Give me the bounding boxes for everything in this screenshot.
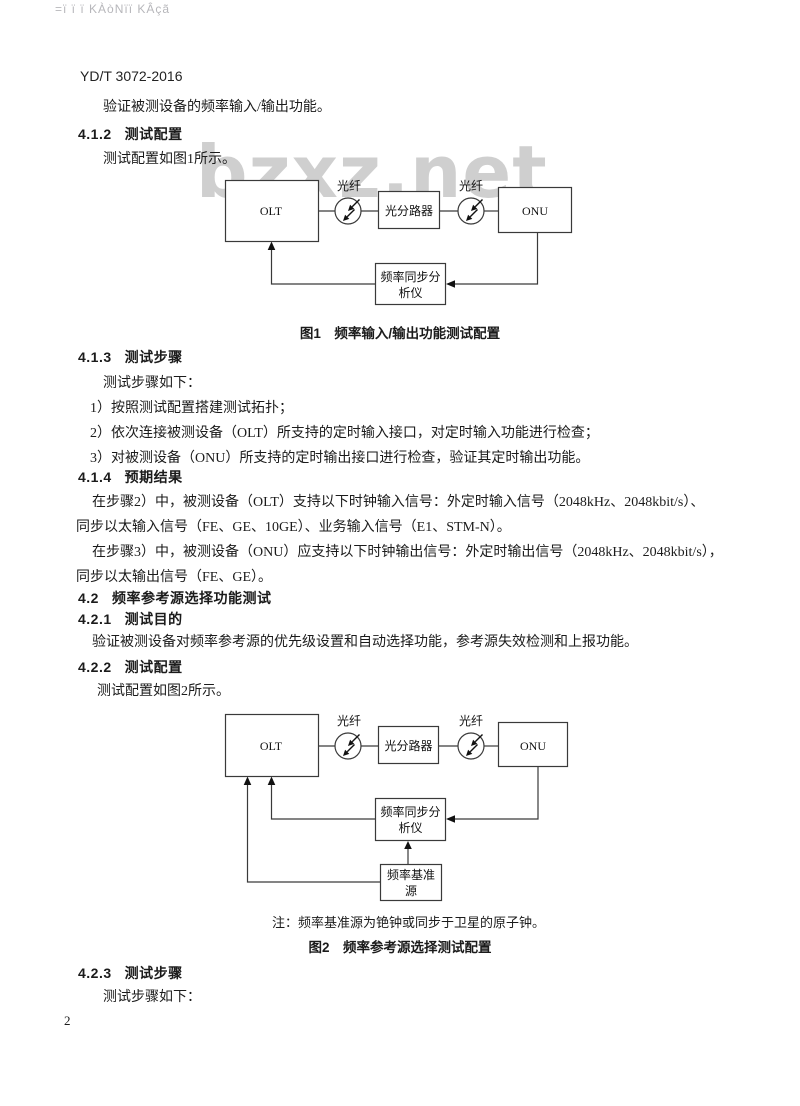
splitter-label: 光分路器 [384,738,432,753]
splitter-box [377,725,440,765]
reference-source-box [379,863,443,902]
section-title: 测试配置 [124,659,183,675]
arrow-into-olt [267,776,276,785]
olt-box [224,179,320,243]
arrow-into-analyzer [446,815,455,823]
analyzer-label-line1: 频率同步分 [380,804,440,819]
scan-artifact-watermark: =ï ï ï KÀòNïï KÂçã [55,2,171,16]
arrow-into-analyzer [446,280,455,288]
section-title: 测试步骤 [124,349,183,365]
fiber-connector-icon [334,197,362,225]
analyzer-label-line2: 析仪 [398,286,422,300]
figure2-note: 注：频率基准源为铯钟或同步于卫星的原子钟。 [272,915,546,930]
analyzer-box [374,262,447,306]
section-heading-412: 4.1.2 测试配置 [78,126,183,143]
section-heading-42: 4.2 频率参考源选择功能测试 [78,590,271,607]
section-heading-414: 4.1.4 预期结果 [78,469,183,486]
splitter-box [377,190,441,230]
section-number: 4.2 [78,590,99,606]
onu-label: ONU [522,204,548,218]
reference-source-label-line1: 频率基准 [387,867,435,882]
reference-source-label-line2: 源 [405,884,417,898]
paragraph: 同步以太输出信号（FE、GE）。 [76,570,272,585]
fiber-label: 光纤 [337,714,361,728]
figure1-diagram: OLT 光分路器 ONU 光纤 光纤 频率同步分 析仪 [224,179,573,306]
paragraph: 在步骤2）中，被测设备（OLT）支持以下时钟输入信号：外定时输入信号（2048k… [92,495,705,510]
paragraph: 同步以太输入信号（FE、GE、10GE）、业务输入信号（E1、STM-N）。 [76,520,511,535]
fiber-label: 光纤 [459,179,483,193]
section-title: 频率参考源选择功能测试 [111,590,272,606]
list-item: 1）按照测试配置搭建测试拓扑； [90,401,293,416]
fiber-connector-icon [457,197,485,225]
intro-paragraph: 验证被测设备的频率输入/输出功能。 [103,100,331,115]
olt-label: OLT [260,739,283,753]
section-heading-413: 4.1.3 测试步骤 [78,349,183,366]
list-item: 3）对被测设备（ONU）所支持的定时输出接口进行检查，验证其定时输出功能。 [90,451,590,466]
analyzer-label-line1: 频率同步分 [380,269,440,284]
section-title: 测试目的 [124,611,183,627]
fiber-label: 光纤 [337,179,361,193]
standard-number: YD/T 3072-2016 [80,68,183,84]
section-heading-421: 4.2.1 测试目的 [78,611,183,628]
page-number: 2 [64,1013,71,1028]
onu-box [497,721,569,768]
fiber-label: 光纤 [459,714,483,728]
paragraph: 测试步骤如下： [103,990,201,1005]
paragraph: 在步骤3）中，被测设备（ONU）应支持以下时钟输出信号：外定时输出信号（2048… [92,545,723,560]
paragraph: 测试配置如图2所示。 [97,684,230,699]
list-item: 2）依次连接被测设备（OLT）所支持的定时输入接口，对定时输入功能进行检查； [90,426,599,441]
onu-box [497,186,573,234]
paragraph: 测试步骤如下： [103,376,201,391]
figure1-caption: 图1 频率输入/输出功能测试配置 [299,326,501,341]
section-title: 测试配置 [124,126,183,142]
onu-label: ONU [520,739,546,753]
figure2-caption: 图2 频率参考源选择测试配置 [308,940,492,955]
section-number: 4.1.4 [78,469,112,485]
arrow-into-analyzer [404,841,412,849]
figure2-diagram: OLT 光分路器 ONU 光纤 光纤 频率同步分 析仪 频率基准 源 [224,713,569,902]
section-number: 4.2.2 [78,659,112,675]
analyzer-box [374,797,447,842]
section-title: 测试步骤 [124,965,183,981]
splitter-label: 光分路器 [385,203,433,218]
fiber-connector-icon [334,732,362,760]
section-number: 4.1.2 [78,126,112,142]
section-heading-423: 4.2.3 测试步骤 [78,965,183,982]
paragraph: 测试配置如图1所示。 [103,152,236,167]
section-number: 4.2.1 [78,611,112,627]
arrow-into-olt [267,241,276,250]
section-number: 4.1.3 [78,349,112,365]
fiber-connector-icon [457,732,485,760]
section-title: 预期结果 [124,469,183,485]
arrow-into-olt [243,776,252,785]
paragraph: 验证被测设备对频率参考源的优先级设置和自动选择功能，参考源失效检测和上报功能。 [92,635,638,650]
analyzer-label-line2: 析仪 [398,821,422,835]
olt-label: OLT [260,204,283,218]
section-number: 4.2.3 [78,965,112,981]
section-heading-422: 4.2.2 测试配置 [78,659,183,676]
olt-box [224,713,320,778]
